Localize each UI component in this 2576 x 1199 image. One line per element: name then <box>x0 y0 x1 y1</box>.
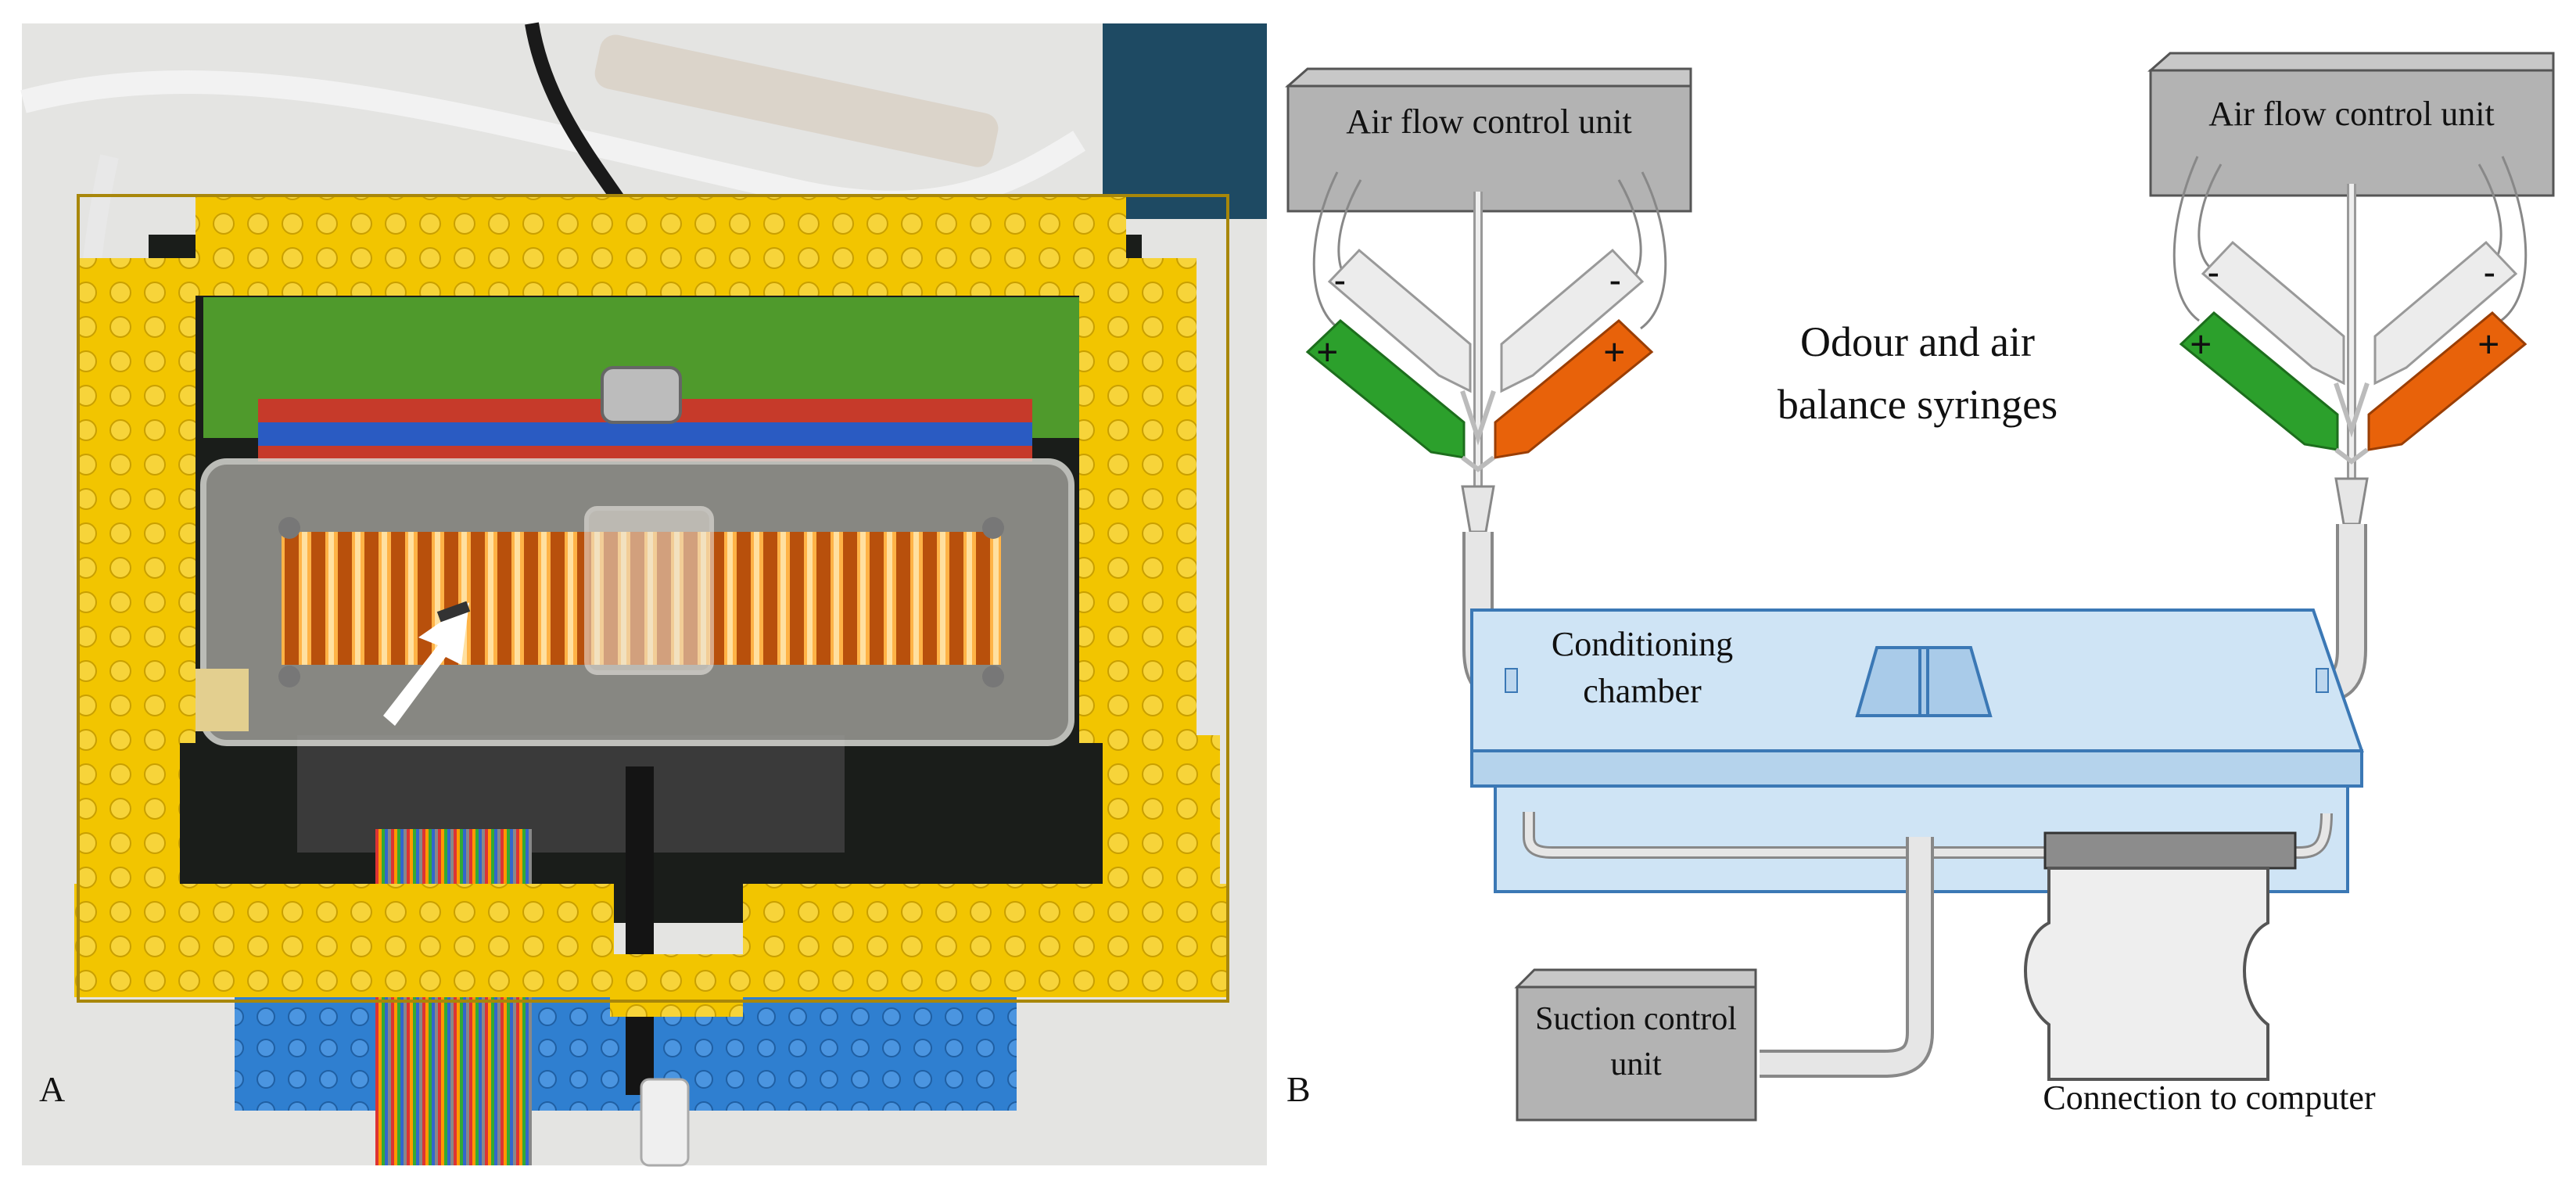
conditioning-chamber: Conditioning chamber <box>1470 608 2364 788</box>
chamber-label-line1: Conditioning <box>1552 625 1733 663</box>
syringe-plus-orange-left <box>1494 318 1654 459</box>
sensor-board <box>2043 831 2297 870</box>
diagram-syringe-minus: - <box>2484 253 2495 291</box>
syringe-minus-left-b <box>1500 248 1645 393</box>
chamber-label-line2: chamber <box>1583 672 1702 710</box>
syringe-minus-left-a <box>1327 248 1472 393</box>
black-tube <box>626 766 654 1095</box>
air-flow-unit-right-label: Air flow control unit <box>2208 95 2494 133</box>
diagram-syringe-plus: + <box>2477 322 2500 366</box>
panel-b-diagram: Air flow control unit Air flow control u… <box>1285 52 2555 1122</box>
hose-clamp <box>601 366 682 424</box>
syringe-minus-right-a <box>2201 240 2345 386</box>
panel-a-photo: A <box>20 22 1267 1167</box>
lego-frame-bottom-mid <box>610 954 743 1017</box>
tape-patch <box>186 669 249 731</box>
blue-device <box>1103 23 1267 219</box>
odour-syringes-label-line1: Odour and air <box>1800 318 2035 365</box>
suction-label-line2: unit <box>1610 1046 1662 1082</box>
air-flow-unit-left: Air flow control unit <box>1285 67 1692 213</box>
lego-frame-left <box>78 258 196 743</box>
syringe-bundle <box>594 34 999 167</box>
lego-frame-bottom-left <box>74 884 614 997</box>
syringe-assembly-left: - - + + <box>1305 192 1654 704</box>
panel-b-letter: B <box>1286 1069 1311 1109</box>
insect-arrow <box>383 602 469 726</box>
syringe-plus-green-right <box>2179 311 2339 451</box>
connection-cable <box>2024 867 2269 1081</box>
air-flow-unit-left-label: Air flow control unit <box>1346 102 1631 141</box>
white-connector <box>640 1078 690 1167</box>
lego-frame-left-low <box>78 735 180 892</box>
syringe-minus-right-b <box>2373 240 2518 386</box>
tube-white <box>20 70 1085 214</box>
chamber-lid <box>1855 646 1993 717</box>
diagram-syringe-plus: + <box>1603 330 1626 374</box>
syringe-plus-orange-right <box>2367 311 2528 451</box>
suction-control-unit: Suction control unit <box>1514 968 1757 1122</box>
diagram-syringe-minus: - <box>1334 260 1346 299</box>
diagram-syringe-minus: - <box>2208 253 2219 291</box>
lego-frame-right <box>1079 258 1197 743</box>
odour-syringes-label-line2: balance syringes <box>1778 381 2058 428</box>
syringe-plus-green-left <box>1305 318 1466 459</box>
suction-label-line1: Suction control <box>1535 1001 1737 1037</box>
connection-label: Connection to computer <box>2043 1079 2376 1117</box>
lego-frame-top <box>196 194 1126 296</box>
diagram-syringe-plus: + <box>1316 330 1339 374</box>
diagram-syringe-plus: + <box>2190 322 2212 366</box>
insect <box>436 601 471 623</box>
lego-frame-right-low <box>1103 735 1220 892</box>
air-flow-unit-right: Air flow control unit <box>2147 52 2555 197</box>
panel-a-letter: A <box>39 1069 65 1109</box>
lego-frame-bottom-right <box>743 884 1228 997</box>
lid-handle <box>584 506 714 675</box>
diagram-syringe-minus: - <box>1609 260 1621 299</box>
